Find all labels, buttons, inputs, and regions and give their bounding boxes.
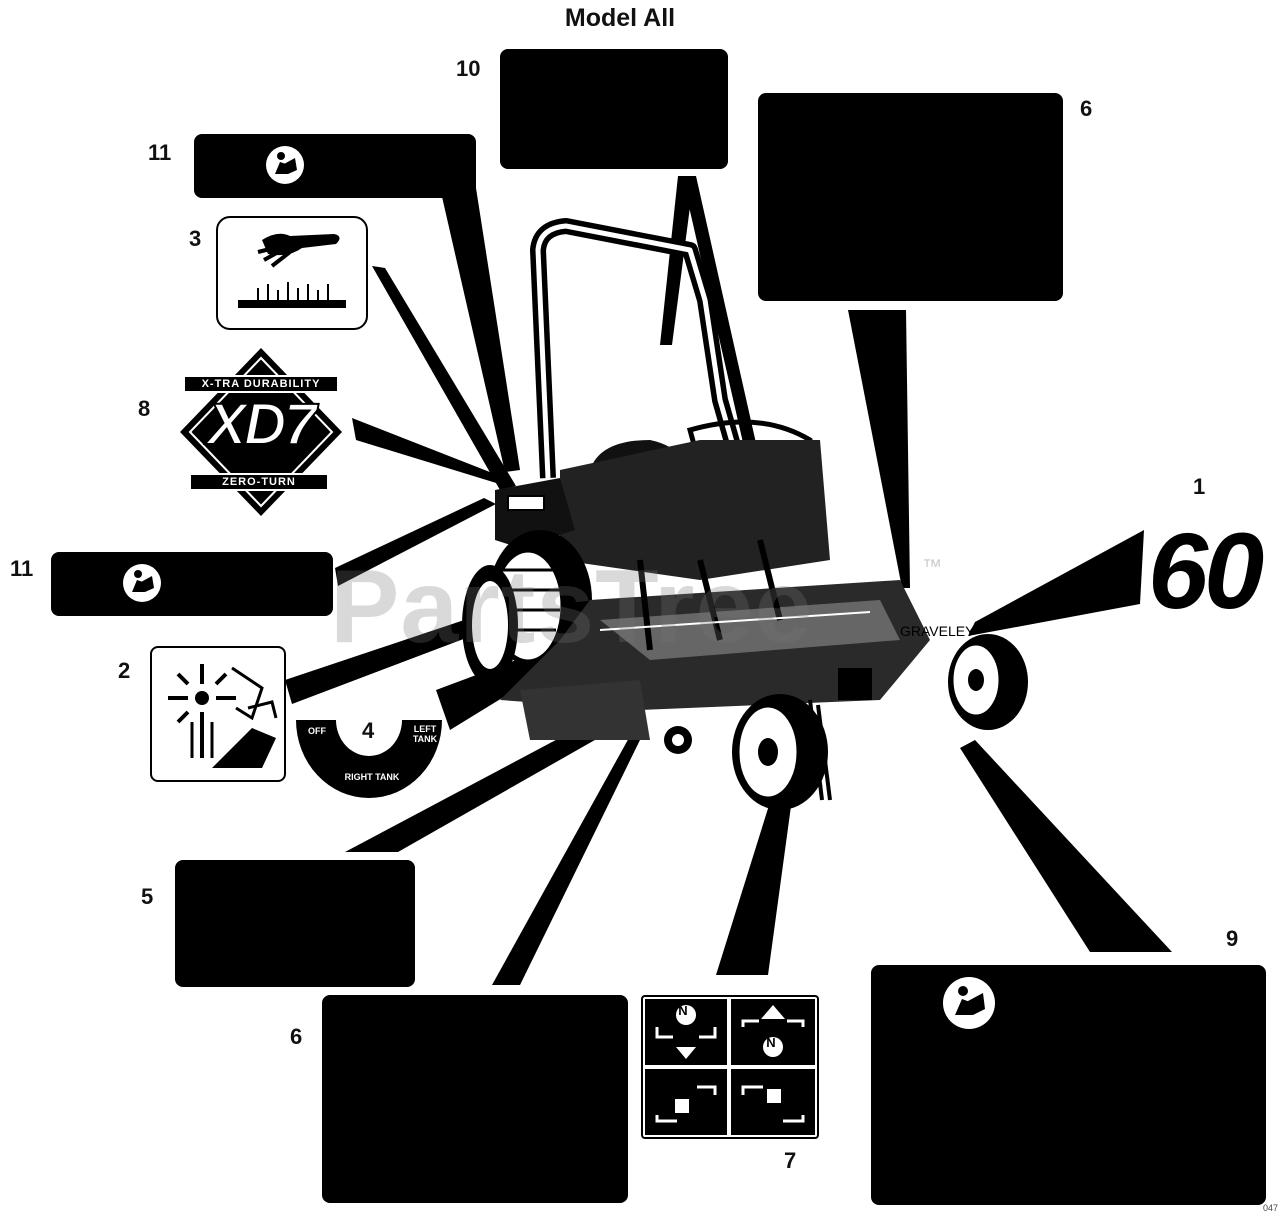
manual-reader-icon — [123, 564, 161, 602]
callout-10: 10 — [456, 56, 481, 81]
decal-6-top — [758, 93, 1063, 301]
svg-text:GRAVELEY: GRAVELEY — [900, 623, 975, 639]
decal-1-size-number: 60 — [1148, 510, 1264, 631]
callout-6-bottom: 6 — [290, 1024, 303, 1049]
decal-7-steering — [641, 995, 819, 1139]
tank-off-label: OFF — [308, 726, 326, 736]
xd7-logo-text: XD7 — [207, 391, 318, 458]
manual-reader-icon — [266, 146, 304, 184]
leader-lines — [285, 176, 1172, 985]
decal-2-thrown-objects — [150, 646, 286, 782]
tank-left-label: LEFT TANK — [412, 724, 438, 744]
callout-5: 5 — [141, 884, 154, 909]
xd7-top-banner: X-TRA DURABILITY — [201, 378, 321, 390]
callout-2: 2 — [118, 658, 131, 683]
thrown-object-hand-icon — [168, 664, 278, 768]
decal-11-lower — [51, 552, 333, 616]
page-title: Model All — [564, 4, 676, 32]
decal-10 — [500, 49, 728, 169]
callout-3: 3 — [189, 226, 202, 251]
decal-4-fuel-selector — [296, 720, 442, 798]
diagram-id-tag: 047 — [1262, 1203, 1278, 1213]
decal-9 — [871, 965, 1266, 1205]
hand-hot-surface-icon — [238, 233, 346, 308]
callout-8: 8 — [138, 396, 151, 421]
decal-5 — [175, 860, 415, 987]
callout-7: 7 — [784, 1148, 797, 1173]
decal-8-xd7 — [180, 348, 342, 516]
gear-left-label: L — [676, 1088, 684, 1100]
callout-1: 1 — [1193, 474, 1206, 499]
steering-lever-icon — [645, 999, 815, 1135]
watermark: PartsTree — [330, 549, 814, 665]
callout-6-top: 6 — [1080, 96, 1093, 121]
decal-6-bottom — [322, 995, 628, 1203]
callout-9: 9 — [1226, 926, 1239, 951]
gear-neutral-label-2: N — [766, 1035, 776, 1050]
manual-reader-icon — [943, 977, 995, 1029]
decal-3-hot-surface — [216, 216, 368, 330]
gear-right-label: R — [768, 1078, 776, 1090]
gear-neutral-label-1: N — [678, 1003, 688, 1018]
xd7-bottom-banner: ZERO-TURN — [222, 476, 296, 488]
callout-11-lower: 11 — [10, 556, 34, 581]
tank-right-label: RIGHT TANK — [344, 772, 400, 782]
trademark-symbol: ™ — [922, 556, 942, 578]
callout-11-top: 11 — [148, 140, 172, 165]
callout-4: 4 — [362, 718, 375, 743]
decal-11-top — [194, 134, 476, 198]
